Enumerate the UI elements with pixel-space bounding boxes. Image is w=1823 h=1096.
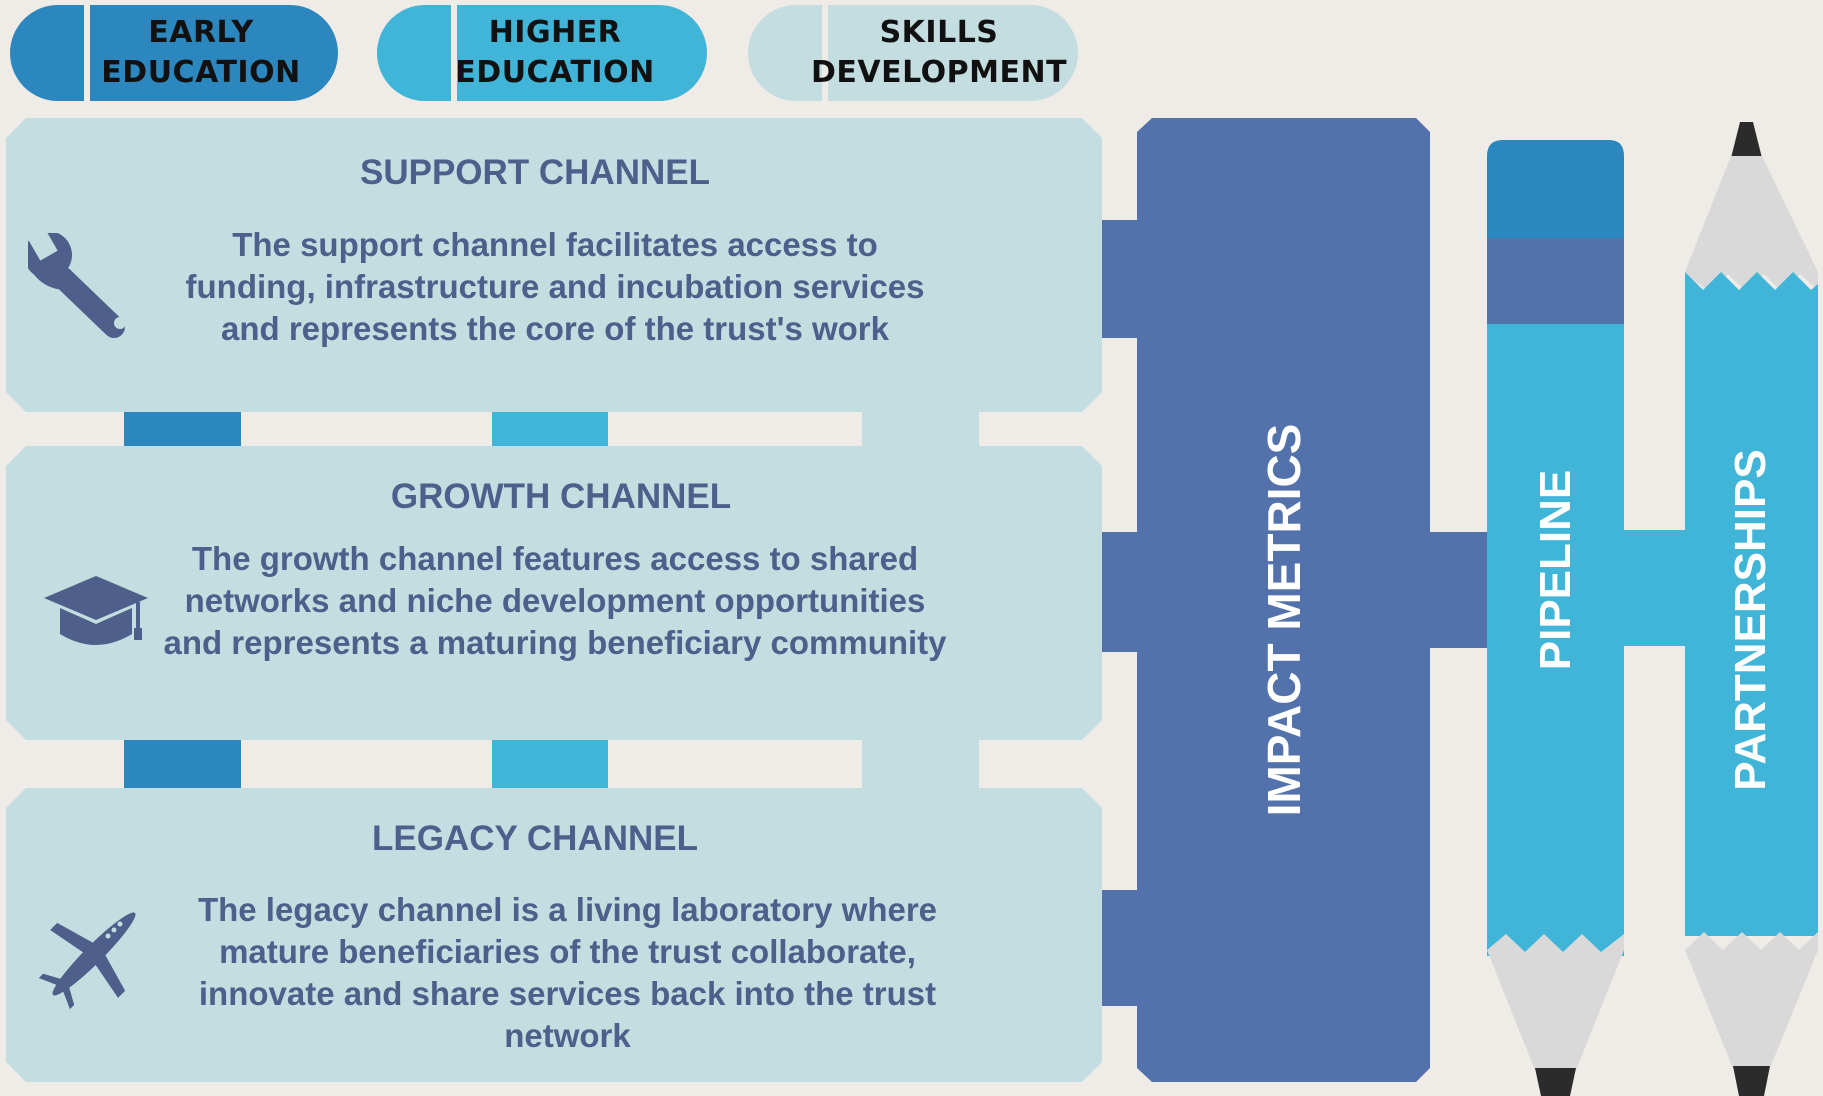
category-label-skills-development: SKILLS DEVELOPMENT <box>811 12 1067 94</box>
category-pill-higher-education <box>377 5 707 101</box>
pipeline-label: PIPELINE <box>1531 469 1580 671</box>
growth-channel-panel <box>6 446 1102 740</box>
impact-metrics-label: IMPACT METRICS <box>1258 423 1310 817</box>
legacy-channel-title: LEGACY CHANNEL <box>371 819 699 858</box>
category-pill-early-education <box>10 5 338 101</box>
category-pill-skills-development <box>748 5 1078 101</box>
impact-metrics-block <box>1137 118 1430 1082</box>
support-channel-panel <box>6 118 1102 412</box>
graduation-cap-icon <box>44 576 148 645</box>
support-channel-title: SUPPORT CHANNEL <box>359 153 711 192</box>
impact-connectors <box>1102 220 1686 1006</box>
panel-connectors <box>124 410 979 790</box>
category-label-line2: EDUCATION <box>455 55 655 90</box>
legacy-channel-description: The legacy channel is a living laborator… <box>197 891 938 1054</box>
category-label-line2: EDUCATION <box>101 55 301 90</box>
pipeline-pencil <box>1487 140 1624 1096</box>
category-label-line2: DEVELOPMENT <box>810 55 1068 90</box>
category-label-line1: HIGHER <box>488 15 622 50</box>
category-label-higher-education: HIGHER EDUCATION <box>455 12 655 94</box>
support-channel-description: The support channel facilitates access t… <box>185 226 925 347</box>
growth-channel-title: GROWTH CHANNEL <box>390 477 732 516</box>
wrench-icon <box>28 233 126 338</box>
legacy-channel-panel <box>6 788 1102 1082</box>
category-label-line1: EARLY <box>148 15 254 50</box>
category-label-early-education: EARLY EDUCATION <box>90 12 312 94</box>
category-label-line1: SKILLS <box>879 15 999 50</box>
partnerships-pencil <box>1685 122 1818 1096</box>
growth-channel-description: The growth channel features access to sh… <box>163 540 947 661</box>
airplane-icon <box>38 912 136 1010</box>
partnerships-label: PARTNERSHIPS <box>1726 449 1775 791</box>
